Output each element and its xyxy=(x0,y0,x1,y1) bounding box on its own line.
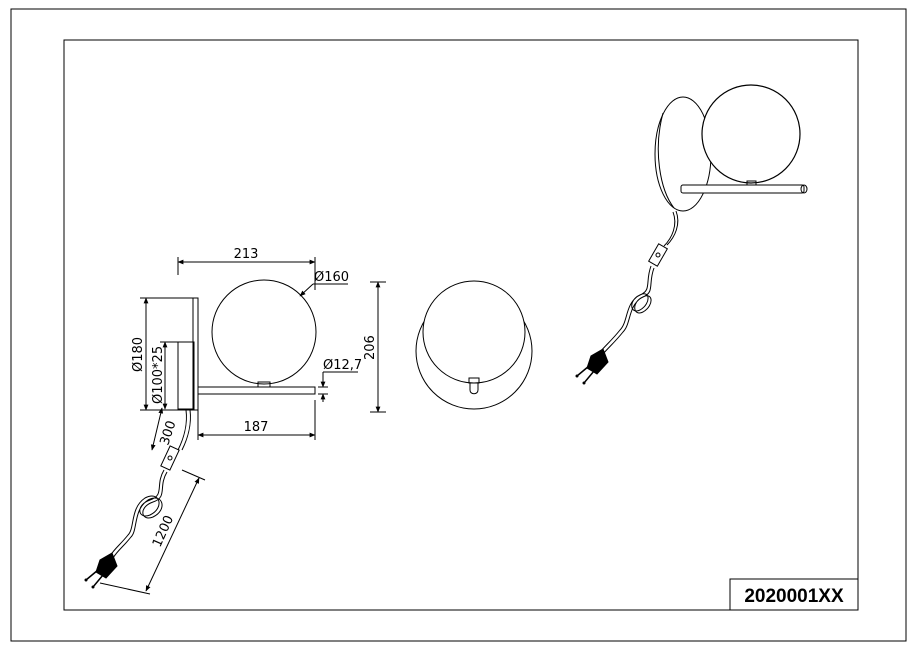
dim-total-width: 213 xyxy=(234,247,259,262)
dim-cable-length: 1200 xyxy=(150,513,177,549)
cable-loops-iso xyxy=(599,265,655,355)
inner-border xyxy=(63,39,859,611)
dim-backplate-diameter: Ø180 xyxy=(131,337,146,372)
globe-side xyxy=(211,279,317,385)
outer-border xyxy=(10,8,907,642)
plug-iso xyxy=(575,348,609,385)
globe-iso xyxy=(701,84,801,184)
dim-mount-base: Ø100*25 xyxy=(151,346,166,404)
globe-front xyxy=(422,280,526,384)
arm-iso xyxy=(680,184,805,194)
inline-switch-iso xyxy=(647,243,669,267)
plug-side xyxy=(84,552,118,589)
backplate-iso xyxy=(654,96,712,212)
part-number: 2020001XX xyxy=(744,586,844,607)
dim-arm-diameter: Ø12,7 xyxy=(323,358,362,373)
dim-cable-to-switch: 300 xyxy=(158,419,180,447)
side-view: 213 Ø160 Ø180 Ø100*25 Ø12,7 206 187 xyxy=(84,247,386,595)
dim-arm-length: 187 xyxy=(244,420,269,435)
mount-base xyxy=(177,341,195,410)
cable-side xyxy=(177,409,191,451)
title-block: 2020001XX xyxy=(729,578,859,611)
inline-switch-side xyxy=(160,445,180,471)
front-view xyxy=(415,280,533,410)
arm-front xyxy=(469,383,479,395)
dim-globe-diameter: Ø160 xyxy=(314,270,349,285)
cable-iso xyxy=(663,210,679,247)
isometric-view xyxy=(575,84,808,385)
globe-holder-front xyxy=(468,377,480,384)
arm-side xyxy=(197,386,316,395)
dim-total-height: 206 xyxy=(363,335,378,360)
